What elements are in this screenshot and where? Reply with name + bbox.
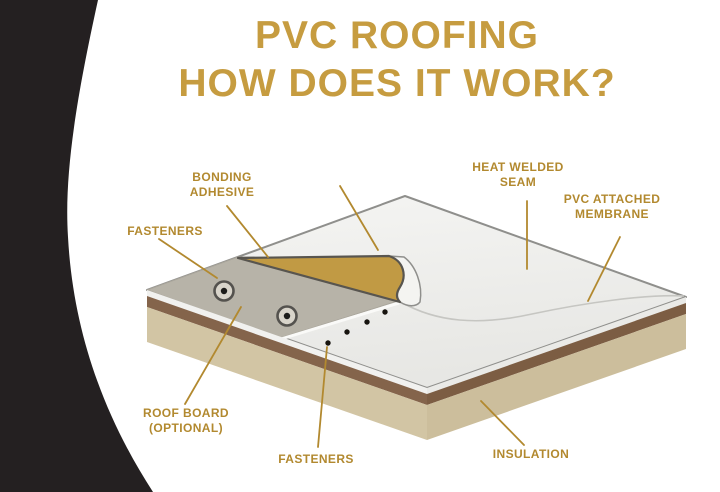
membrane-cut-edge: [280, 301, 400, 341]
label-heat-welded-seam: HEAT WELDED SEAM: [472, 160, 564, 189]
black-swoosh-shape: [0, 0, 153, 492]
title-line-1: PVC ROOFING: [254, 14, 540, 57]
brown-layer-sw: [147, 296, 427, 405]
leader-fasteners-top: [158, 238, 218, 279]
fastener-dot: [382, 309, 388, 315]
label-fasteners-bottom: FASTENERS: [278, 452, 354, 466]
label-fasteners-top: FASTENERS: [127, 224, 203, 238]
brown-layer-se: [427, 303, 686, 405]
fastener-dot: [325, 340, 331, 346]
page-title: PVC ROOFING HOW DOES IT WORK?: [178, 12, 615, 107]
insulation-side-sw: [147, 307, 427, 440]
heat-weld-seam-line: [400, 294, 685, 322]
membrane-side-edge-se: [427, 297, 686, 394]
bonding-adhesive-flap: [236, 254, 405, 304]
membrane-side-edge-sw: [147, 290, 427, 394]
label-insulation: INSULATION: [492, 447, 570, 461]
leader-bonding-adhesive: [226, 205, 269, 258]
label-pvc-attached-membrane: PVC ATTACHED MEMBRANE: [563, 192, 661, 221]
fastener-dot: [364, 319, 370, 325]
leader-bonding-adhesive-2: [339, 185, 379, 251]
fastener-dot: [344, 329, 350, 335]
fastener-dots: [325, 309, 388, 346]
insulation-side-se: [427, 314, 686, 440]
leader-fasteners-bottom: [317, 346, 328, 448]
title-line-2: HOW DOES IT WORK?: [178, 61, 616, 105]
screw-fastener: [213, 280, 235, 302]
leader-lines: [158, 185, 621, 448]
leader-insulation: [480, 400, 525, 446]
leader-roof-board: [184, 306, 242, 405]
leader-pvc-membrane: [587, 236, 621, 302]
label-bonding-adhesive: BONDING ADHESIVE: [189, 170, 255, 199]
label-roof-board: ROOF BOARD (OPTIONAL): [143, 406, 229, 435]
screw-fastener: [276, 305, 298, 327]
